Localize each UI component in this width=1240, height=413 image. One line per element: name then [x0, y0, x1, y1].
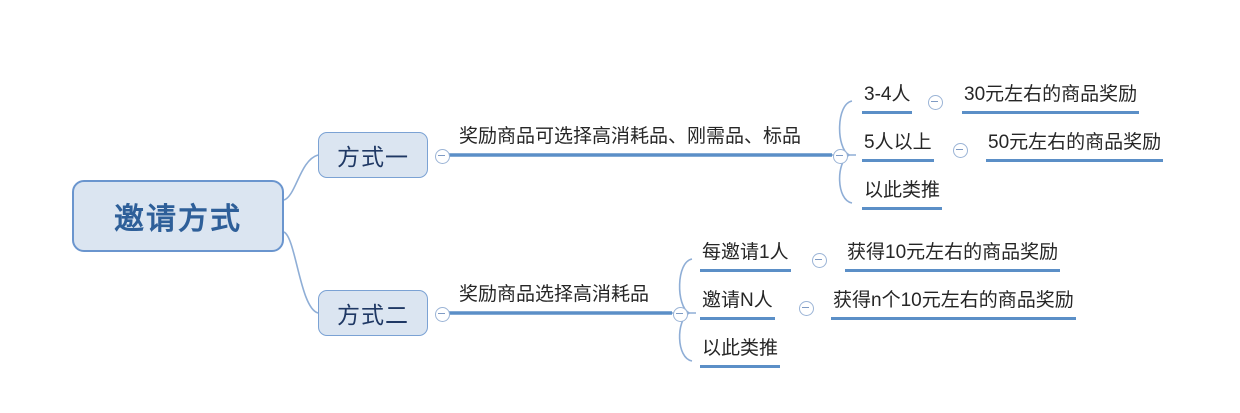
- branch-node-1-label: 方式一: [337, 144, 409, 170]
- branch-1-description[interactable]: 奖励商品可选择高消耗品、刚需品、标品: [459, 126, 802, 147]
- collapse-circle-icon-2-2[interactable]: [799, 301, 814, 316]
- link-root-to-branch-1: [283, 154, 319, 201]
- branch-node-2[interactable]: 方式二: [318, 290, 428, 336]
- root-node-label: 邀请方式: [114, 203, 242, 236]
- leaf-condition-1-2[interactable]: 5人以上: [862, 130, 934, 162]
- collapse-circle-icon-branch-2-children[interactable]: [673, 307, 688, 322]
- collapse-circle-icon-branch-1-children[interactable]: [833, 149, 848, 164]
- collapse-circle-icon-1-2[interactable]: [953, 143, 968, 158]
- leaf-condition-2-1[interactable]: 每邀请1人: [700, 240, 791, 272]
- leaf-reward-1-1[interactable]: 30元左右的商品奖励: [962, 82, 1140, 114]
- leaf-reward-1-2[interactable]: 50元左右的商品奖励: [986, 130, 1164, 162]
- leaf-reward-2-2[interactable]: 获得n个10元左右的商品奖励: [831, 288, 1076, 320]
- branch-node-2-label: 方式二: [337, 302, 409, 328]
- collapse-circle-icon-branch-2[interactable]: [435, 307, 450, 322]
- leaf-reward-2-1[interactable]: 获得10元左右的商品奖励: [845, 240, 1061, 272]
- leaf-condition-2-3[interactable]: 以此类推: [700, 336, 781, 368]
- collapse-circle-icon-1-1[interactable]: [928, 95, 943, 110]
- branch-node-1[interactable]: 方式一: [318, 132, 428, 178]
- root-node[interactable]: 邀请方式: [72, 180, 284, 252]
- link-root-to-branch-2: [283, 231, 319, 314]
- leaf-condition-2-2[interactable]: 邀请N人: [700, 288, 775, 320]
- branch-2-description[interactable]: 奖励商品选择高消耗品: [459, 284, 650, 305]
- leaf-condition-1-3[interactable]: 以此类推: [862, 178, 943, 210]
- leaf-condition-1-1[interactable]: 3-4人: [862, 82, 913, 114]
- collapse-circle-icon-branch-1[interactable]: [435, 149, 450, 164]
- collapse-circle-icon-2-1[interactable]: [812, 253, 827, 268]
